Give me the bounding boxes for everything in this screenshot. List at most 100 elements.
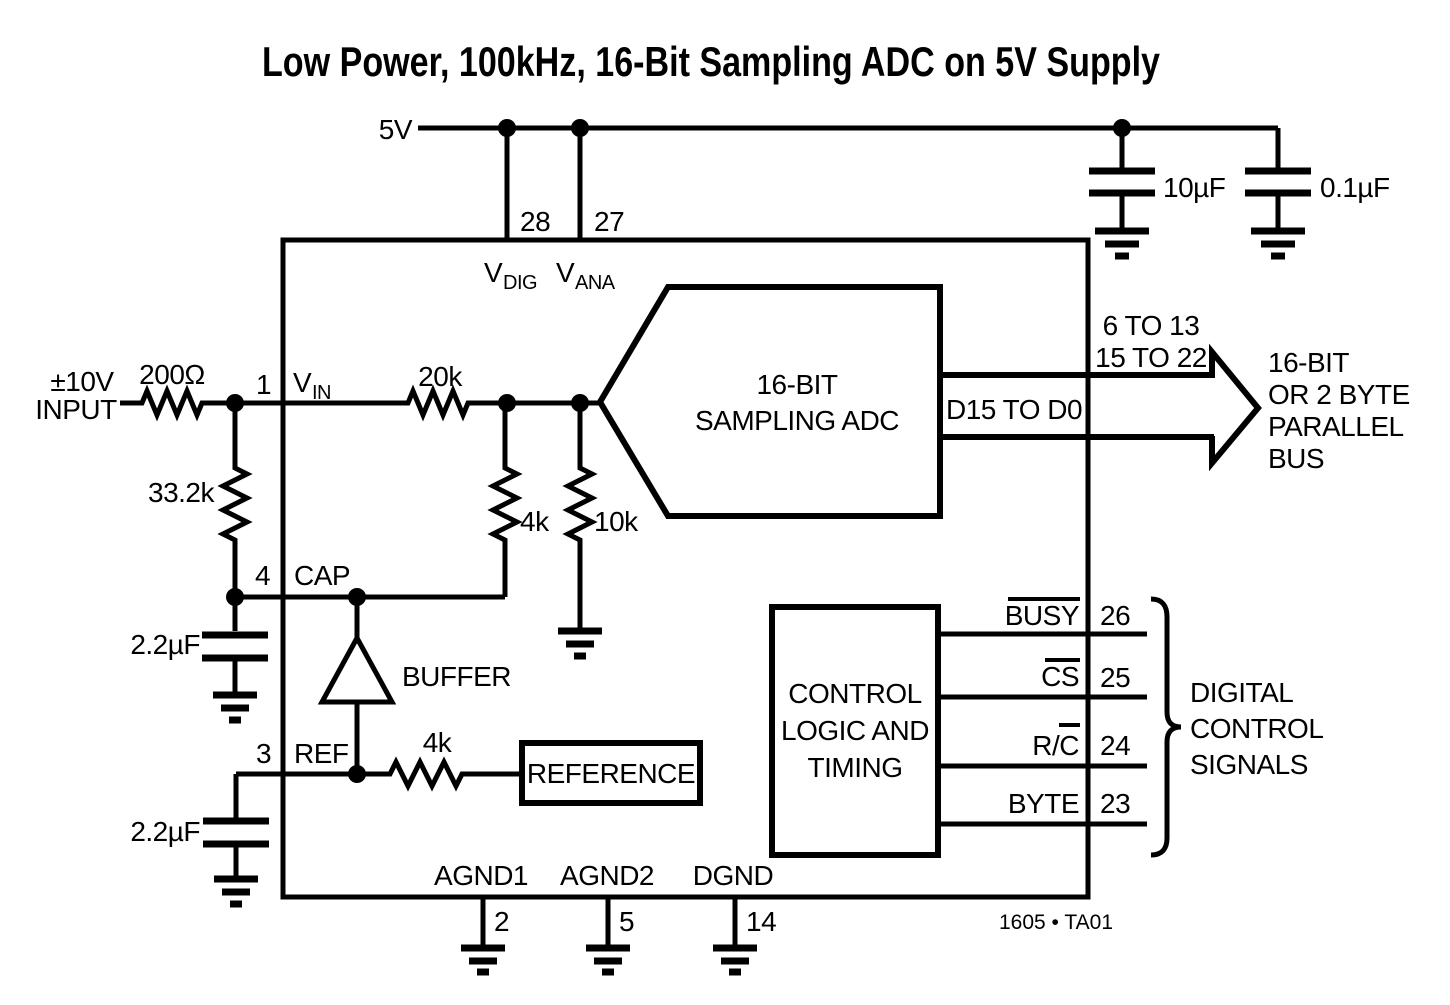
ground-pins: AGND1 2 AGND2 5 DGND 14	[434, 860, 777, 976]
signals-group-line1: DIGITAL	[1190, 677, 1293, 708]
adc-label-line1: 16-BIT	[756, 369, 837, 400]
vdig-pin-subscript: DIG	[503, 272, 537, 294]
vana-pin-subscript: ANA	[575, 272, 616, 294]
bus-desc-line3: PARALLEL	[1268, 411, 1404, 442]
cap-bypass-capacitor: 2.2µF	[130, 597, 268, 724]
agnd1-pin: AGND1 2	[434, 860, 528, 976]
reference-block-label: REFERENCE	[527, 758, 695, 789]
ic-body	[280, 237, 1091, 900]
cs-signal-label: CS	[1041, 661, 1079, 692]
ref-resistor-label: 4k	[423, 727, 453, 758]
schematic-title: Low Power, 100kHz, 16-Bit Sampling ADC o…	[262, 38, 1161, 85]
capacitor-symbol	[1089, 167, 1155, 197]
capacitor-symbol	[1245, 167, 1311, 197]
junction-dot	[571, 119, 589, 137]
ground-symbol	[558, 627, 602, 660]
ref-bypass-capacitor: 2.2µF	[130, 774, 269, 908]
bus-pins-line1: 6 TO 13	[1103, 310, 1200, 341]
input-network: ±10V INPUT 200Ω 20k 1 V IN 33.2k 4k 10k	[35, 359, 640, 660]
ground-symbol	[586, 944, 630, 976]
bus-desc-line4: BUS	[1268, 443, 1324, 474]
buffer-triangle-icon	[317, 632, 397, 705]
pin-25-number: 25	[1100, 662, 1130, 693]
cap-pin-section: 4 CAP 2.2µF BUFFER	[130, 560, 512, 774]
control-block-line2: LOGIC AND	[781, 715, 929, 746]
ground-symbol	[461, 944, 505, 976]
rc-signal-label: R/C	[1032, 730, 1079, 761]
pin-4-number: 4	[255, 560, 270, 591]
cap-value-label: 2.2µF	[130, 816, 200, 847]
agnd1-pin-name: AGND1	[434, 860, 528, 891]
agnd2-pin: AGND2 5	[560, 860, 654, 976]
pin-26-number: 26	[1100, 600, 1130, 631]
cap-value-label: 10µF	[1163, 172, 1225, 203]
cap-pin-name: CAP	[294, 560, 350, 591]
vin-pin-subscript: IN	[312, 382, 331, 404]
input-source-label-line1: ±10V	[50, 366, 114, 397]
pin-28-number: 28	[520, 206, 550, 237]
pin-1-number: 1	[256, 369, 271, 400]
capacitor-symbol	[202, 631, 268, 662]
resistor-4k-label: 4k	[520, 506, 550, 537]
input-resistor-label: 20k	[418, 361, 463, 392]
control-logic-block	[769, 604, 941, 858]
pin-24-number: 24	[1100, 730, 1130, 761]
vdig-pin-name: V	[484, 257, 503, 288]
bypass-capacitor-0p1uF: 0.1µF	[1245, 128, 1390, 260]
control-block-line3: TIMING	[808, 752, 903, 783]
vin-pin-name: V	[293, 367, 312, 398]
byte-signal-label: BYTE	[1008, 788, 1079, 819]
ground-symbol	[713, 944, 757, 976]
adc-core: 16-BIT SAMPLING ADC	[596, 284, 943, 519]
resistor-10k-label: 10k	[594, 506, 639, 537]
ground-symbol	[213, 691, 257, 724]
adc-label-line2: SAMPLING ADC	[695, 405, 899, 436]
buffer-label: BUFFER	[402, 661, 511, 692]
power-rail: 5V 28 27 10µF 0.1µF	[379, 114, 1390, 260]
pin-14-number: 14	[746, 906, 776, 937]
pin-23-number: 23	[1100, 788, 1130, 819]
adc-block	[596, 284, 943, 519]
cap-value-label: 0.1µF	[1320, 172, 1390, 203]
buffer-amplifier: BUFFER	[317, 597, 512, 774]
ref-pin-wire-with-resistor	[236, 756, 522, 792]
signals-group-line3: SIGNALS	[1190, 749, 1308, 780]
signals-group-line2: CONTROL	[1190, 713, 1323, 744]
rail-voltage-label: 5V	[379, 114, 413, 145]
junction-dot	[498, 119, 516, 137]
control-logic: CONTROL LOGIC AND TIMING BUSY CS R/C BYT…	[769, 596, 1324, 858]
divider-resistor-33k	[217, 403, 253, 597]
cap-value-label: 2.2µF	[130, 629, 200, 660]
vana-pin-name: V	[556, 257, 575, 288]
ground-symbol	[1251, 227, 1305, 260]
resistor-4k-vertical	[487, 403, 523, 597]
capacitor-symbol	[203, 817, 269, 848]
control-block-line1: CONTROL	[788, 678, 921, 709]
reference-block	[519, 740, 703, 806]
busy-overline	[1008, 597, 1080, 601]
agnd2-pin-name: AGND2	[560, 860, 654, 891]
ref-pin-name: REF	[294, 738, 349, 769]
bypass-capacitor-10uF: 10µF	[1089, 128, 1226, 260]
input-signal-wire-with-resistors	[120, 384, 600, 422]
bus-arrow-icon	[1209, 343, 1262, 472]
pin-3-number: 3	[256, 738, 271, 769]
pin-2-number: 2	[494, 906, 509, 937]
divider-resistor-label: 33.2k	[148, 477, 215, 508]
resistor-10k	[562, 403, 598, 628]
bus-desc-line2: OR 2 BYTE	[1268, 379, 1410, 410]
pin-5-number: 5	[619, 906, 634, 937]
reference-section: 3 REF 4k REFERENCE 2.2µF	[130, 727, 703, 908]
ic-outline: V DIG V ANA	[280, 237, 1091, 900]
pin-27-number: 27	[594, 206, 624, 237]
series-resistor-label: 200Ω	[139, 359, 205, 390]
bus-data-label: D15 TO D0	[946, 394, 1082, 425]
input-source-label-line2: INPUT	[35, 394, 117, 425]
convert-overline	[1059, 723, 1080, 727]
ground-symbol	[1095, 227, 1149, 260]
busy-signal-label: BUSY	[1005, 600, 1080, 631]
dgnd-pin: DGND 14	[693, 860, 777, 976]
dgnd-pin-name: DGND	[693, 860, 773, 891]
